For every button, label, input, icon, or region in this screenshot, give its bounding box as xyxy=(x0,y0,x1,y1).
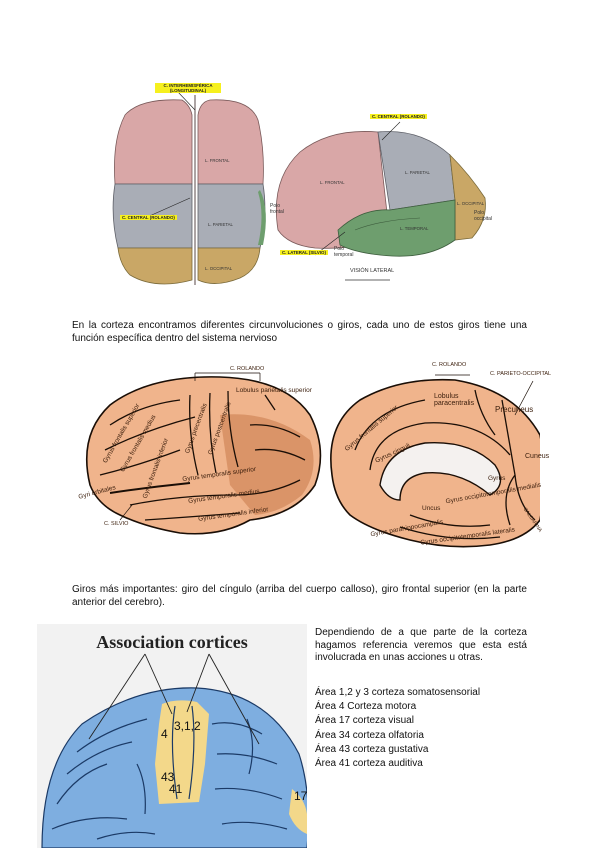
frontal-pole-label: Polo frontal xyxy=(270,203,290,215)
top-occipital-lobe-label: L. OCCIPITAL xyxy=(205,266,232,271)
lateral-parietal-lobe-label: L. PARIETAL xyxy=(405,170,430,175)
lobulus-paracentralis-label: Lobulus paracentralis xyxy=(434,393,470,407)
list-item: Área 34 corteza olfatoria xyxy=(315,729,480,743)
figure-brain-lobes: C. INTERHEMISFÉRICA (LONGITUDINAL) C. CE… xyxy=(100,80,510,295)
paragraph-gyri-intro: En la corteza encontramos diferentes cir… xyxy=(72,320,527,345)
temporal-pole-label: Polo temporal xyxy=(334,246,358,258)
association-cortices-illustration xyxy=(37,624,307,848)
gyri-illustration xyxy=(70,355,540,560)
list-item: Área 43 corteza gustativa xyxy=(315,743,480,757)
paragraph-important-gyri: Giros más importantes: giro del cíngulo … xyxy=(72,584,527,609)
lateral-view-brain xyxy=(276,122,485,280)
lobulus-parietalis-superior-label: Lobulus parietalis superior xyxy=(236,387,312,394)
list-item: Área 41 corteza auditiva xyxy=(315,757,480,771)
right-rolando-label: C. ROLANDO xyxy=(432,362,466,368)
lateral-gyri-brain xyxy=(87,373,321,534)
cuneus-label: Cuneus xyxy=(525,453,549,460)
area-17-number: 17 xyxy=(294,789,307,803)
lateral-view-caption: VISIÓN LATERAL xyxy=(350,268,394,274)
precuneus-label: Precuneus xyxy=(495,405,525,414)
top-parietal-lobe-label: L. PARIETAL xyxy=(208,222,233,227)
area-4-number: 4 xyxy=(161,727,168,741)
list-item: Área 17 corteza visual xyxy=(315,714,480,728)
parieto-occipital-label: C. PARIETO-OCCIPITAL xyxy=(490,371,551,377)
top-frontal-lobe-label: L. FRONTAL xyxy=(205,158,230,163)
left-rolando-label: C. ROLANDO xyxy=(230,366,264,372)
brodmann-areas-list: Área 1,2 y 3 corteza somatosensorial Áre… xyxy=(315,686,480,771)
central-sulcus-lateral-label: C. CENTRAL (ROLANDO) xyxy=(370,114,427,119)
area-3-1-2-number: 3,1,2 xyxy=(174,719,201,733)
area-41-number: 41 xyxy=(169,782,182,796)
lateral-occipital-lobe-label: L. OCCIPITAL xyxy=(457,201,484,206)
lateral-frontal-lobe-label: L. FRONTAL xyxy=(320,180,345,185)
uncus-label: Uncus xyxy=(422,505,440,512)
list-item: Área 1,2 y 3 corteza somatosensorial xyxy=(315,686,480,700)
figure-gyri: C. ROLANDO C. SILVIO Gyrus frontalis sup… xyxy=(70,355,540,560)
brain-lobes-illustration xyxy=(100,80,510,295)
top-view-brain xyxy=(113,92,266,285)
list-item: Área 4 Corteza motora xyxy=(315,700,480,714)
left-silvio-label: C. SILVIO xyxy=(104,521,128,527)
occipital-pole-label: Polo occipital xyxy=(474,210,498,222)
interhemispheric-fissure-label: C. INTERHEMISFÉRICA (LONGITUDINAL) xyxy=(155,83,221,93)
figure-association-cortices: Association cortices 3,1,2 4 43 41 17 xyxy=(37,624,307,848)
paragraph-areas-intro: Dependiendo de a que parte de la corteza… xyxy=(315,627,527,665)
medial-gyrus-label: Gyrus xyxy=(488,475,505,482)
lateral-sulcus-label: C. LATERAL (SILVIO) xyxy=(280,250,328,255)
lateral-temporal-lobe-label: L. TEMPORAL xyxy=(400,226,428,231)
central-sulcus-top-label: C. CENTRAL (ROLANDO) xyxy=(120,215,177,220)
